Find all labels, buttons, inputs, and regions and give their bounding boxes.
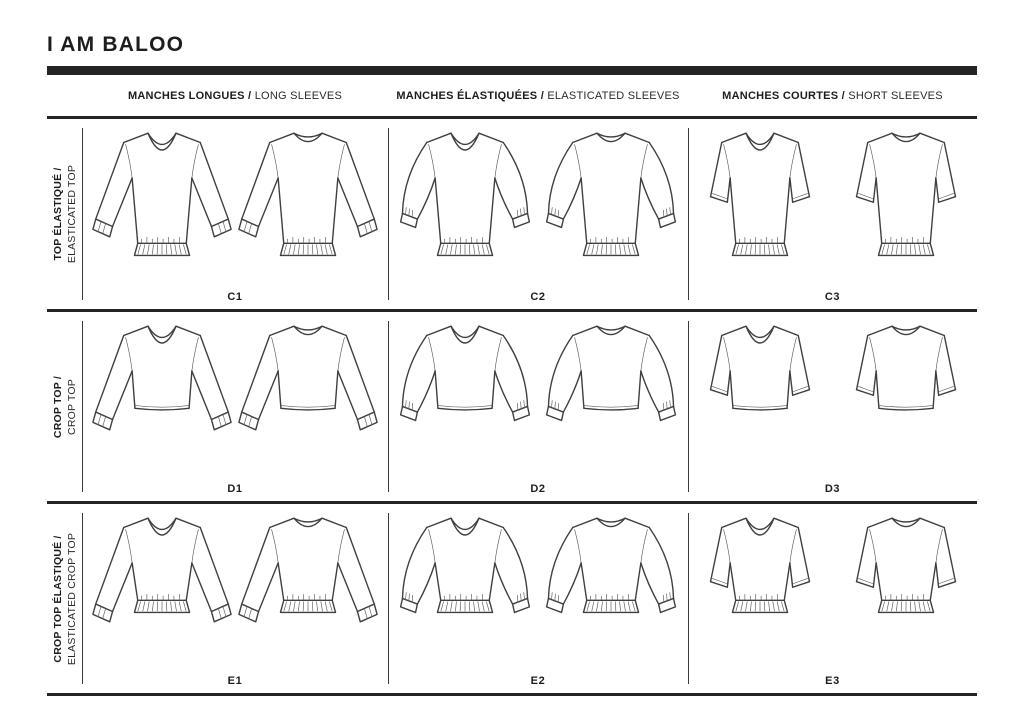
garment-back-drawing xyxy=(836,122,976,262)
variant-cell: E1 xyxy=(82,504,388,693)
variant-cell: D1 xyxy=(82,312,388,501)
column-divider xyxy=(688,128,689,300)
row-label-en: CROP TOP xyxy=(65,378,78,435)
column-divider xyxy=(688,513,689,684)
variant-code: C2 xyxy=(530,291,546,303)
garment-front-drawing xyxy=(92,315,232,455)
variant-code: E3 xyxy=(825,675,840,687)
column-divider xyxy=(388,128,389,300)
garment-back-drawing xyxy=(238,315,378,455)
column-divider xyxy=(388,513,389,684)
variant-row-crop-top: CROP TOP / CROP TOP D1 D2 xyxy=(47,312,977,501)
row-label-fr: CROP TOP ÉLASTIQUÉ / xyxy=(51,534,64,663)
row-label-divider xyxy=(82,128,83,300)
title-rule xyxy=(47,66,977,75)
variant-row-elasticated-top: TOP ÉLASTIQUÉ / ELASTICATED TOP C1 C2 xyxy=(47,119,977,309)
row-divider xyxy=(47,693,977,696)
row-label-en: ELASTICATED CROP TOP xyxy=(65,532,78,665)
column-header-en: LONG SLEEVES xyxy=(254,90,343,102)
column-header-en: SHORT SLEEVES xyxy=(848,90,943,102)
row-label: TOP ÉLASTIQUÉ / ELASTICATED TOP xyxy=(47,119,82,309)
variant-row-elasticated-crop-top: CROP TOP ÉLASTIQUÉ / ELASTICATED CROP TO… xyxy=(47,504,977,693)
column-header-en: ELASTICATED SLEEVES xyxy=(547,90,680,102)
row-label-fr: CROP TOP / xyxy=(51,375,64,438)
variant-code: D3 xyxy=(824,483,841,495)
variant-code: C1 xyxy=(227,291,243,303)
garment-front-drawing xyxy=(690,315,830,455)
row-divider xyxy=(47,116,977,119)
variant-cell: C3 xyxy=(688,119,977,309)
garment-back-drawing xyxy=(836,315,976,455)
garment-front-drawing xyxy=(395,122,535,262)
garment-front-drawing xyxy=(92,507,232,647)
column-divider xyxy=(388,321,389,492)
column-header-fr: MANCHES ÉLASTIQUÉES / xyxy=(396,90,544,102)
variant-code: E1 xyxy=(227,675,243,687)
column-header-fr: MANCHES LONGUES / xyxy=(127,90,252,102)
variant-code: D2 xyxy=(530,483,546,495)
row-label: CROP TOP ÉLASTIQUÉ / ELASTICATED CROP TO… xyxy=(47,504,82,693)
row-divider xyxy=(47,309,977,312)
variant-cell: C2 xyxy=(388,119,688,309)
garment-front-drawing xyxy=(395,315,535,455)
row-label-en: ELASTICATED TOP xyxy=(65,164,78,264)
variant-code: C3 xyxy=(824,291,841,303)
page-title: I AM BALOO xyxy=(47,33,185,56)
garment-front-drawing xyxy=(92,122,232,262)
column-header-row: MANCHES LONGUES / LONG SLEEVES MANCHES É… xyxy=(47,90,977,106)
column-header-elasticated-sleeves: MANCHES ÉLASTIQUÉES / ELASTICATED SLEEVE… xyxy=(388,90,688,106)
garment-back-drawing xyxy=(541,122,681,262)
row-label-fr: TOP ÉLASTIQUÉ / xyxy=(51,167,64,261)
column-header-fr: MANCHES COURTES / xyxy=(722,90,845,102)
column-divider xyxy=(688,321,689,492)
garment-front-drawing xyxy=(395,507,535,647)
column-header-long-sleeves: MANCHES LONGUES / LONG SLEEVES xyxy=(82,90,388,106)
garment-back-drawing xyxy=(836,507,976,647)
header-spacer xyxy=(47,90,82,106)
row-divider xyxy=(47,501,977,504)
variant-code: E2 xyxy=(530,675,546,687)
variant-cell: E2 xyxy=(388,504,688,693)
garment-back-drawing xyxy=(238,507,378,647)
column-header-short-sleeves: MANCHES COURTES / SHORT SLEEVES xyxy=(688,90,977,106)
garment-front-drawing xyxy=(690,122,830,262)
variant-code: D1 xyxy=(227,483,243,495)
garment-back-drawing xyxy=(541,507,681,647)
variant-cell: C1 xyxy=(82,119,388,309)
row-label-divider xyxy=(82,513,83,684)
variant-cell: D2 xyxy=(388,312,688,501)
garment-back-drawing xyxy=(238,122,378,262)
row-label-divider xyxy=(82,321,83,492)
row-label: CROP TOP / CROP TOP xyxy=(47,312,82,501)
variant-cell: E3 xyxy=(688,504,977,693)
variant-cell: D3 xyxy=(688,312,977,501)
garment-back-drawing xyxy=(541,315,681,455)
garment-front-drawing xyxy=(690,507,830,647)
